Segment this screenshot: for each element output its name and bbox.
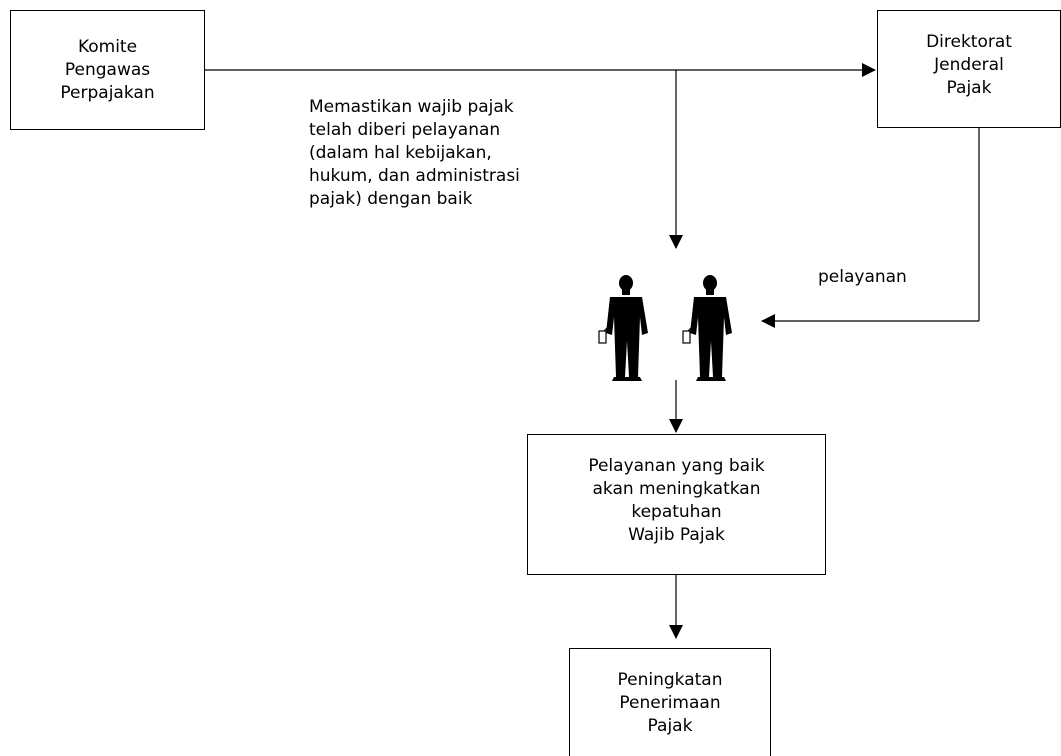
businessman-left-icon — [598, 275, 648, 381]
service-label: pelayanan — [818, 267, 907, 287]
direktorat-jenderal-box: Direktorat Jenderal Pajak — [877, 10, 1061, 128]
peningkatan-penerimaan-box: Peningkatan Penerimaan Pajak — [569, 648, 771, 756]
two-businessmen-icon — [598, 275, 732, 381]
direktorat-jenderal-label: Direktorat Jenderal Pajak — [926, 32, 1012, 98]
pelayanan-baik-box: Pelayanan yang baik akan meningkatkan ke… — [527, 434, 826, 575]
pelayanan-baik-label: Pelayanan yang baik akan meningkatkan ke… — [588, 456, 765, 545]
supervision-note: Memastikan wajib pajak telah diberi pela… — [309, 97, 520, 209]
peningkatan-penerimaan-label: Peningkatan Penerimaan Pajak — [617, 670, 723, 736]
komite-pengawas-label: Komite Pengawas Perpajakan — [60, 36, 155, 103]
businessman-right-icon — [682, 275, 732, 381]
komite-pengawas-box: Komite Pengawas Perpajakan — [10, 10, 205, 130]
